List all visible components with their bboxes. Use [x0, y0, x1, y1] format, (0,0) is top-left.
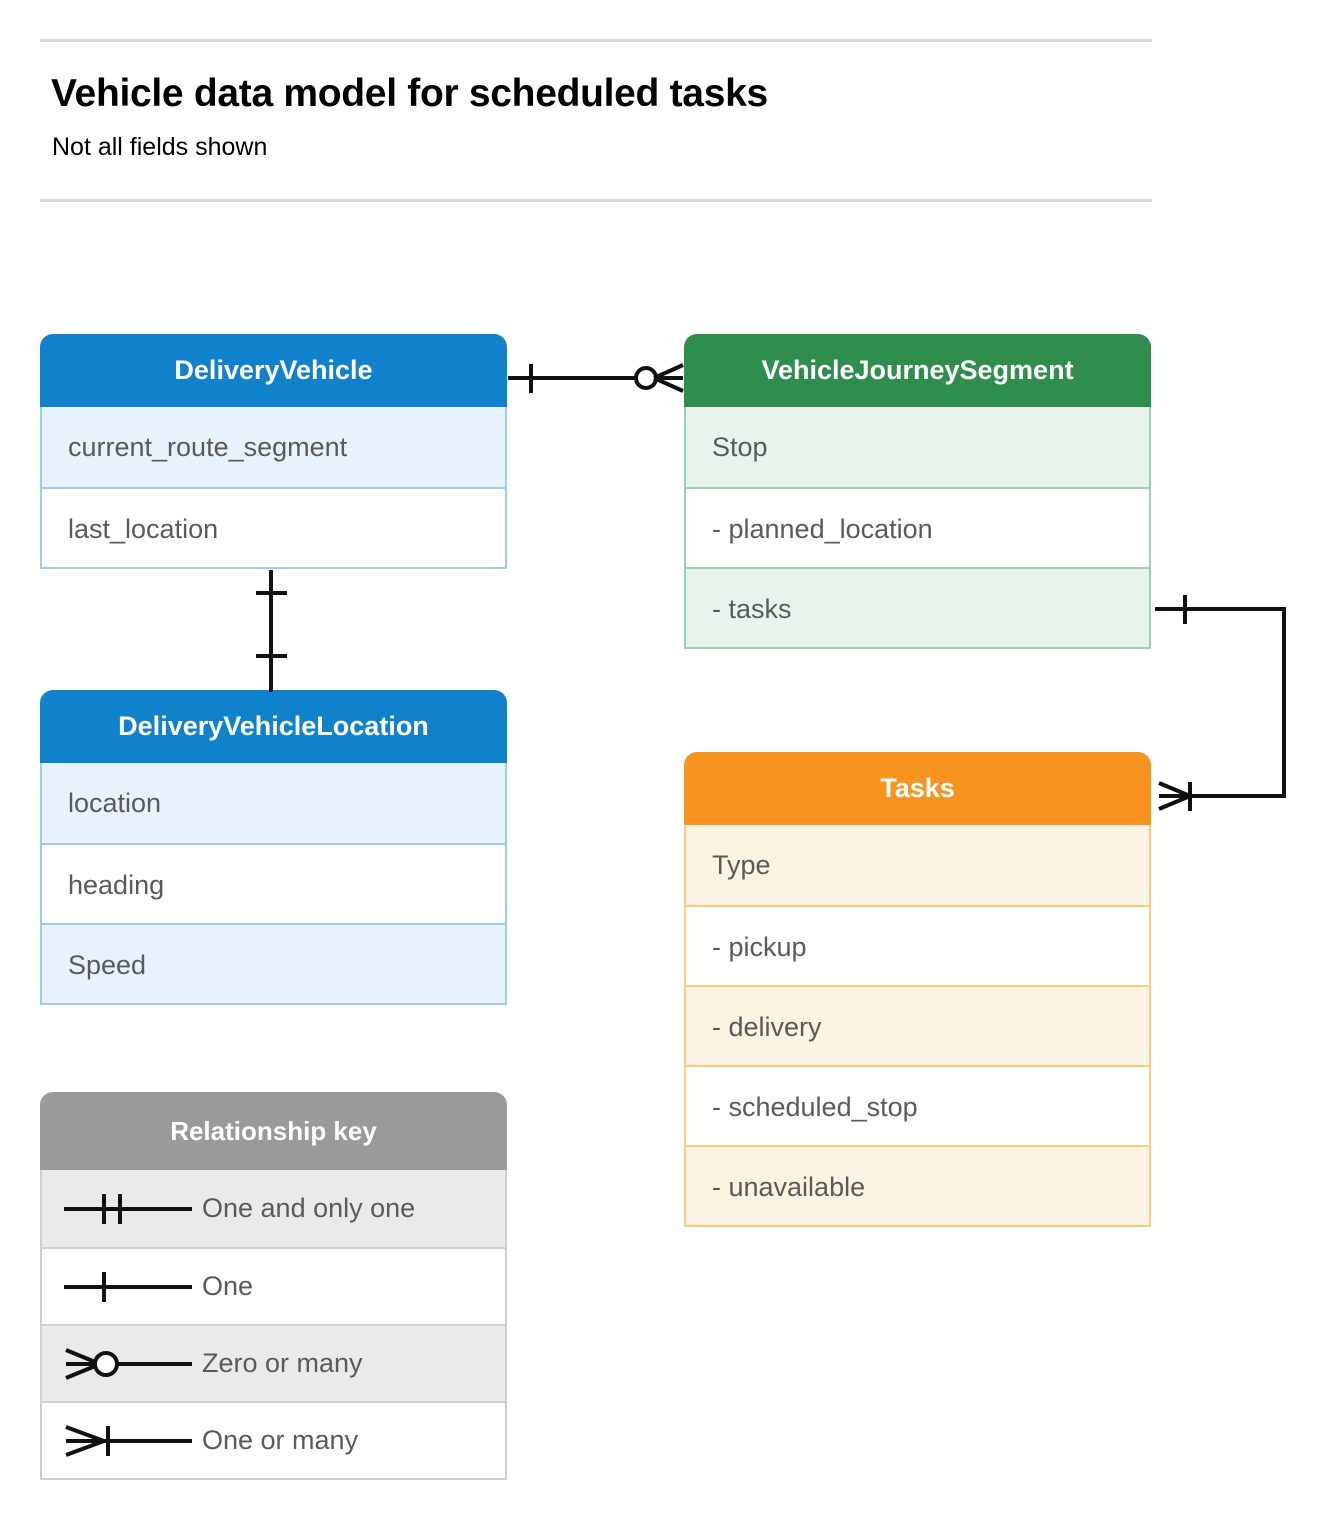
- one-icon: [42, 1249, 202, 1324]
- entity-tasks[interactable]: Tasks Type - pickup - delivery - schedul…: [684, 752, 1151, 1227]
- entity-delivery-vehicle-location-title: DeliveryVehicleLocation: [40, 690, 507, 763]
- entity-delivery-vehicle-location-fields: location heading Speed: [40, 763, 507, 1005]
- entity-field-row[interactable]: - planned_location: [686, 487, 1149, 567]
- entity-field-row[interactable]: - unavailable: [686, 1145, 1149, 1225]
- entity-vehicle-journey-segment[interactable]: VehicleJourneySegment Stop - planned_loc…: [684, 334, 1151, 649]
- legend-item-label: One and only one: [202, 1193, 416, 1223]
- header-divider-bottom: [40, 199, 1152, 202]
- entity-delivery-vehicle-title: DeliveryVehicle: [40, 334, 507, 407]
- entity-field-row[interactable]: - delivery: [686, 985, 1149, 1065]
- entity-field-row[interactable]: heading: [42, 843, 505, 923]
- legend-item-zero-or-many: Zero or many: [42, 1324, 505, 1401]
- entity-tasks-title: Tasks: [684, 752, 1151, 825]
- header-divider-top: [40, 39, 1152, 42]
- entity-field-row[interactable]: Stop: [686, 407, 1149, 487]
- legend-item-one-or-many: One or many: [42, 1401, 505, 1478]
- entity-field-row[interactable]: - pickup: [686, 905, 1149, 985]
- legend-rows: One and only one One Zero: [40, 1170, 507, 1480]
- entity-field-row[interactable]: current_route_segment: [42, 407, 505, 487]
- connector-deliveryvehicle-vehiclejourneysegment: [508, 363, 684, 393]
- legend-item-one-and-only-one: One and only one: [42, 1170, 505, 1247]
- legend-item-label: Zero or many: [202, 1348, 363, 1378]
- page-subtitle: Not all fields shown: [52, 133, 268, 161]
- entity-field-row[interactable]: - scheduled_stop: [686, 1065, 1149, 1145]
- legend-item-label: One or many: [202, 1425, 359, 1455]
- one-or-many-icon: [42, 1403, 202, 1478]
- entity-field-row[interactable]: location: [42, 763, 505, 843]
- entity-delivery-vehicle[interactable]: DeliveryVehicle current_route_segment la…: [40, 334, 507, 569]
- page-title: Vehicle data model for scheduled tasks: [51, 72, 768, 115]
- zero-or-many-icon: [42, 1326, 202, 1401]
- legend-item-one: One: [42, 1247, 505, 1324]
- entity-tasks-fields: Type - pickup - delivery - scheduled_sto…: [684, 825, 1151, 1227]
- entity-field-row[interactable]: Type: [686, 825, 1149, 905]
- entity-vehicle-journey-segment-fields: Stop - planned_location - tasks: [684, 407, 1151, 649]
- entity-delivery-vehicle-location[interactable]: DeliveryVehicleLocation location heading…: [40, 690, 507, 1005]
- entity-field-row[interactable]: Speed: [42, 923, 505, 1003]
- entity-field-row[interactable]: - tasks: [686, 567, 1149, 647]
- legend-title: Relationship key: [40, 1092, 507, 1170]
- entity-vehicle-journey-segment-title: VehicleJourneySegment: [684, 334, 1151, 407]
- connector-deliveryvehicle-deliveryvehiclelocation: [256, 570, 287, 692]
- connector-vehiclejourneysegment-tasks: [1155, 595, 1286, 811]
- entity-delivery-vehicle-fields: current_route_segment last_location: [40, 407, 507, 569]
- entity-field-row[interactable]: last_location: [42, 487, 505, 567]
- relationship-key-legend: Relationship key One and only one One: [40, 1092, 507, 1480]
- one-and-only-one-icon: [42, 1170, 202, 1247]
- legend-item-label: One: [202, 1271, 254, 1301]
